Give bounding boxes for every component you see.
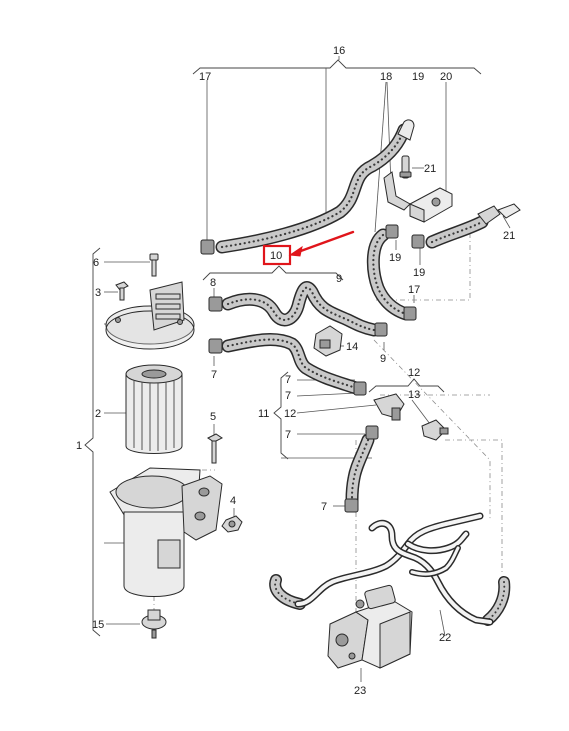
callout-1: 1 [76, 440, 82, 452]
hose-22-left [269, 574, 306, 610]
highlight-10 [262, 230, 355, 266]
hose-20-short [425, 215, 489, 249]
filter-housing [109, 467, 223, 597]
elbow-fitting [397, 119, 415, 179]
callout-17-top: 17 [199, 71, 211, 83]
nut-4 [221, 515, 243, 533]
callout-21-right: 21 [503, 230, 515, 242]
hose-9-upper [221, 281, 381, 337]
clamp-7-upper [208, 338, 223, 354]
callout-7-bottom: 7 [321, 501, 327, 513]
callout-10: 10 [270, 250, 282, 262]
callouts: 16 17 18 19 20 21 21 19 19 17 10 9 6 3 8… [76, 45, 515, 697]
filter-element-2 [125, 364, 183, 454]
highlight-arrow [296, 230, 355, 254]
clamp-9 [374, 322, 388, 337]
hose-18-right [366, 228, 413, 321]
drain-15 [141, 609, 167, 639]
callout-12-mid: 12 [284, 408, 296, 420]
callout-12-top: 12 [408, 367, 420, 379]
callout-13: 13 [408, 389, 420, 401]
hose-16-main [215, 123, 411, 254]
callout-9-mid: 9 [380, 353, 386, 365]
highlight-arrow-head [288, 245, 303, 257]
clamp-17 [200, 239, 215, 255]
callout-2: 2 [95, 408, 101, 420]
callout-16: 16 [333, 45, 345, 57]
connector-21 [477, 203, 521, 225]
bolt-5 [207, 433, 223, 464]
clamp-7-low [365, 425, 379, 440]
clamp-8 [208, 296, 223, 312]
screw-3 [115, 281, 129, 301]
t-fitting-12 [373, 393, 405, 421]
callout-19-top: 19 [412, 71, 424, 83]
highlight-box [262, 244, 292, 266]
pump-23 [327, 584, 413, 669]
callout-23: 23 [354, 685, 366, 697]
callout-9-top: 9 [336, 273, 342, 285]
callout-11: 11 [258, 408, 269, 420]
callout-7-a: 7 [285, 374, 291, 386]
callout-14: 14 [346, 341, 358, 353]
callout-7-upper: 7 [211, 369, 217, 381]
hose-7-lower [221, 333, 363, 395]
callout-7-b: 7 [285, 390, 291, 402]
clamp-17-right [403, 306, 417, 321]
screw-6 [149, 253, 159, 277]
callout-8: 8 [210, 277, 216, 289]
clamps [200, 224, 425, 513]
filter-lid [105, 281, 195, 350]
clamp-19-left [385, 224, 399, 239]
sensor-13 [421, 419, 449, 441]
callout-6: 6 [93, 257, 99, 269]
callout-3: 3 [95, 287, 101, 299]
valve-20 [409, 187, 453, 223]
clamp-19-right [411, 234, 425, 249]
callout-19-right: 19 [413, 267, 425, 279]
hose-7-bottom [345, 433, 375, 507]
callout-20: 20 [440, 71, 452, 83]
callout-5: 5 [210, 411, 216, 423]
callout-19-left: 19 [389, 252, 401, 264]
callout-21-mid: 21 [424, 163, 436, 175]
callout-4: 4 [230, 495, 236, 507]
rigid-pipes-22 [294, 512, 494, 626]
callout-15: 15 [92, 619, 104, 631]
sensor-14 [313, 325, 343, 357]
callout-17-right: 17 [408, 284, 420, 296]
callout-18: 18 [380, 71, 392, 83]
clamp-7-bottom [344, 498, 359, 513]
hose-22-right [482, 576, 511, 626]
callout-7-c: 7 [285, 429, 291, 441]
callout-22: 22 [439, 632, 451, 644]
clamp-7-mid [353, 381, 367, 396]
